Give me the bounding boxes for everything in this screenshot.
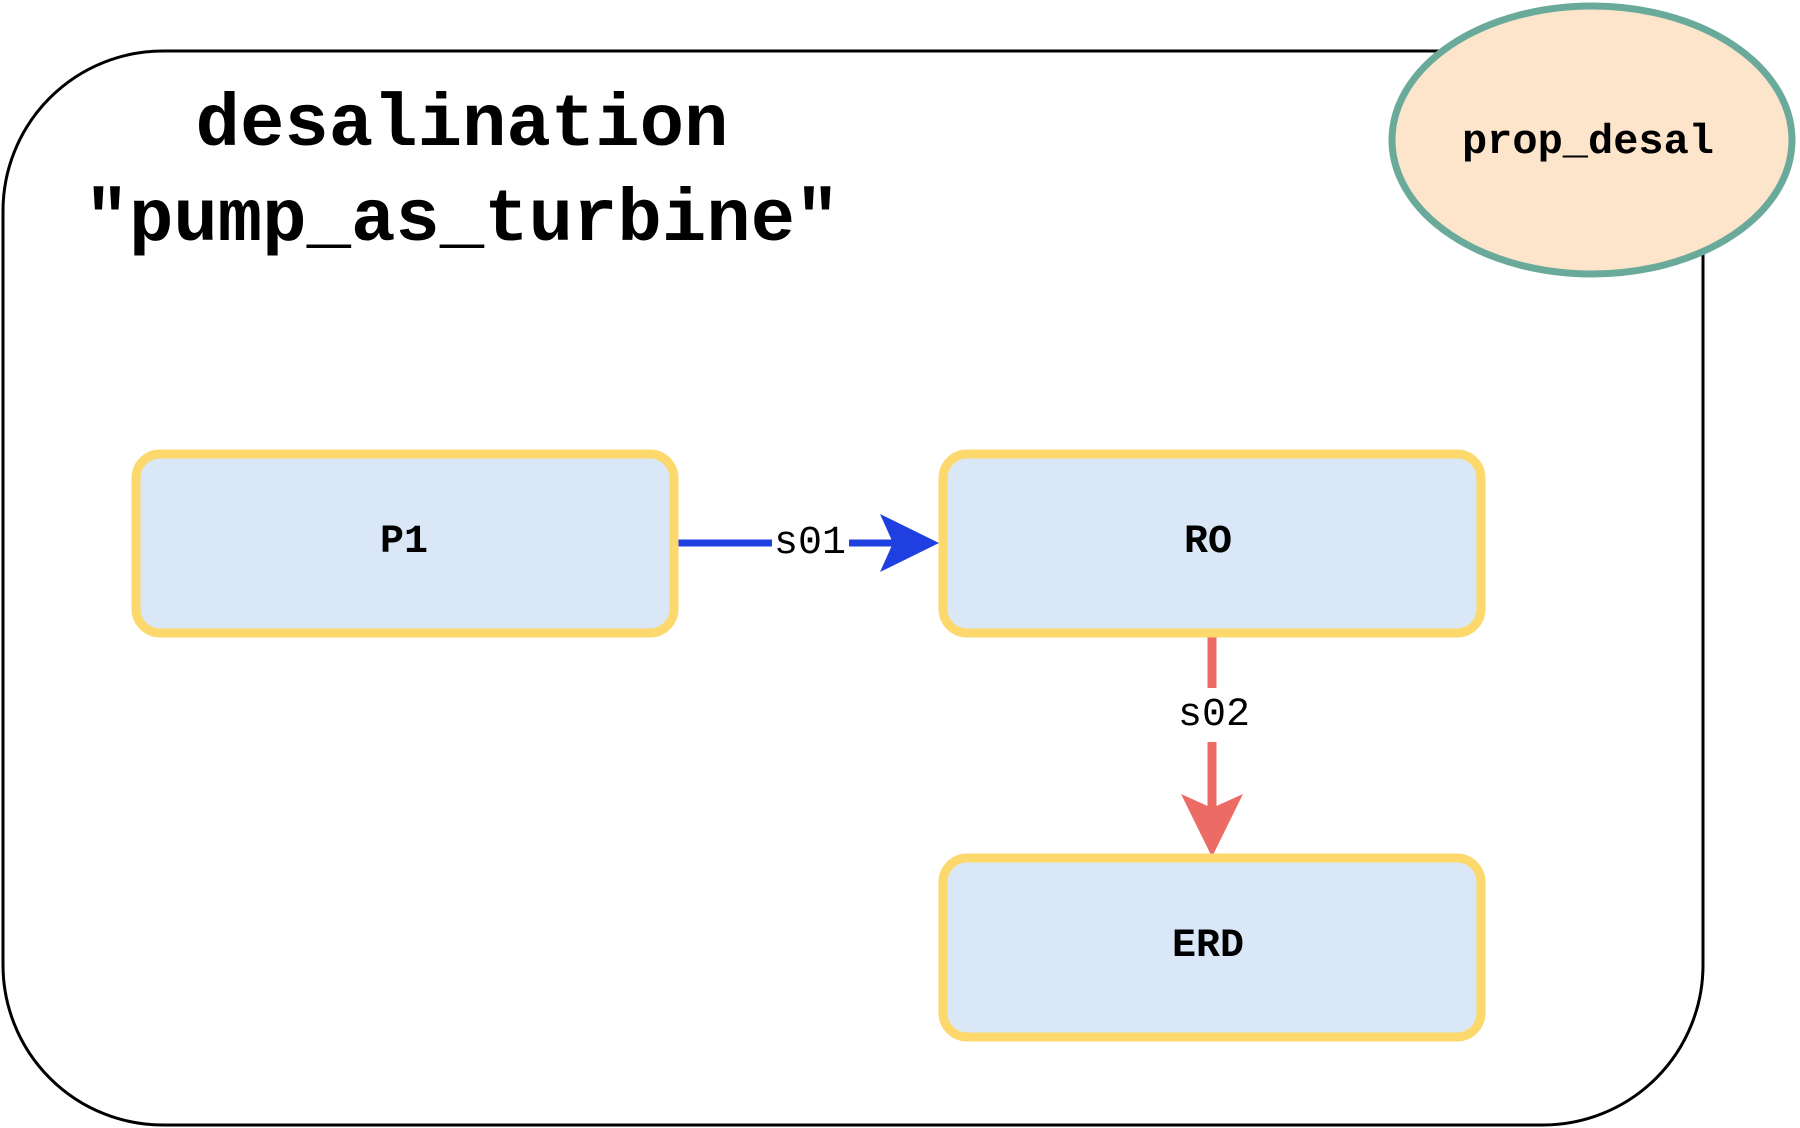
container-title-line1: desalination <box>196 84 729 168</box>
edge-s02[interactable]: s02 <box>1178 634 1250 857</box>
property-label: prop_desal <box>1462 118 1714 166</box>
container-title-line2: "pump_as_turbine" <box>85 179 840 263</box>
property-node[interactable]: prop_desal <box>1388 2 1796 278</box>
node-erd[interactable]: ERD <box>938 853 1486 1042</box>
edge-s02-arrowhead <box>1181 794 1243 857</box>
edge-s01-arrowhead <box>880 514 939 572</box>
edge-s01[interactable]: s01 <box>677 514 939 572</box>
property-ellipse <box>1388 2 1796 278</box>
node-p1[interactable]: P1 <box>131 449 679 638</box>
node-erd-box <box>938 853 1486 1042</box>
node-erd-label: ERD <box>1172 924 1244 969</box>
node-p1-label: P1 <box>380 520 428 565</box>
node-ro-box <box>938 449 1486 638</box>
edge-s02-label: s02 <box>1178 693 1250 738</box>
node-ro-label: RO <box>1184 520 1232 565</box>
edge-s01-label: s01 <box>774 521 846 566</box>
node-p1-box <box>131 449 679 638</box>
node-ro[interactable]: RO <box>938 449 1486 638</box>
